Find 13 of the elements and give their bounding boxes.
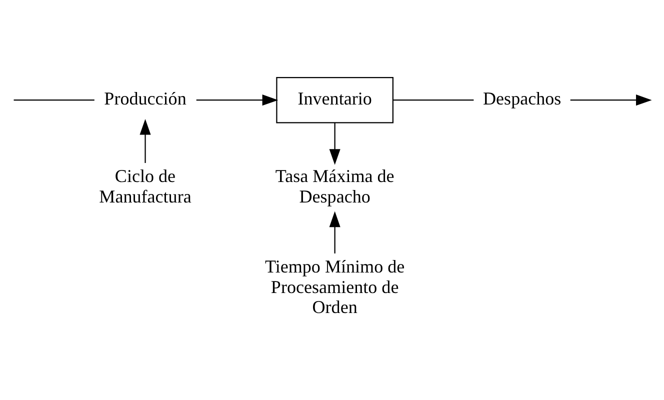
- node-text: Tasa Máxima de Despacho: [275, 166, 394, 206]
- node-box: Inventario: [276, 76, 394, 123]
- node-text: Ciclo de Manufactura: [99, 166, 192, 206]
- arrow: [196, 94, 278, 106]
- arrow: [140, 118, 151, 162]
- node-text: Producción: [104, 88, 186, 108]
- arrow: [329, 122, 340, 164]
- arrow: [570, 94, 652, 106]
- arrow: [329, 210, 340, 253]
- node-text: Tiempo Mínimo de Procesamiento de Orden: [264, 256, 405, 317]
- connector: [392, 99, 474, 100]
- node-text: Despachos: [483, 88, 562, 108]
- connector: [14, 99, 94, 100]
